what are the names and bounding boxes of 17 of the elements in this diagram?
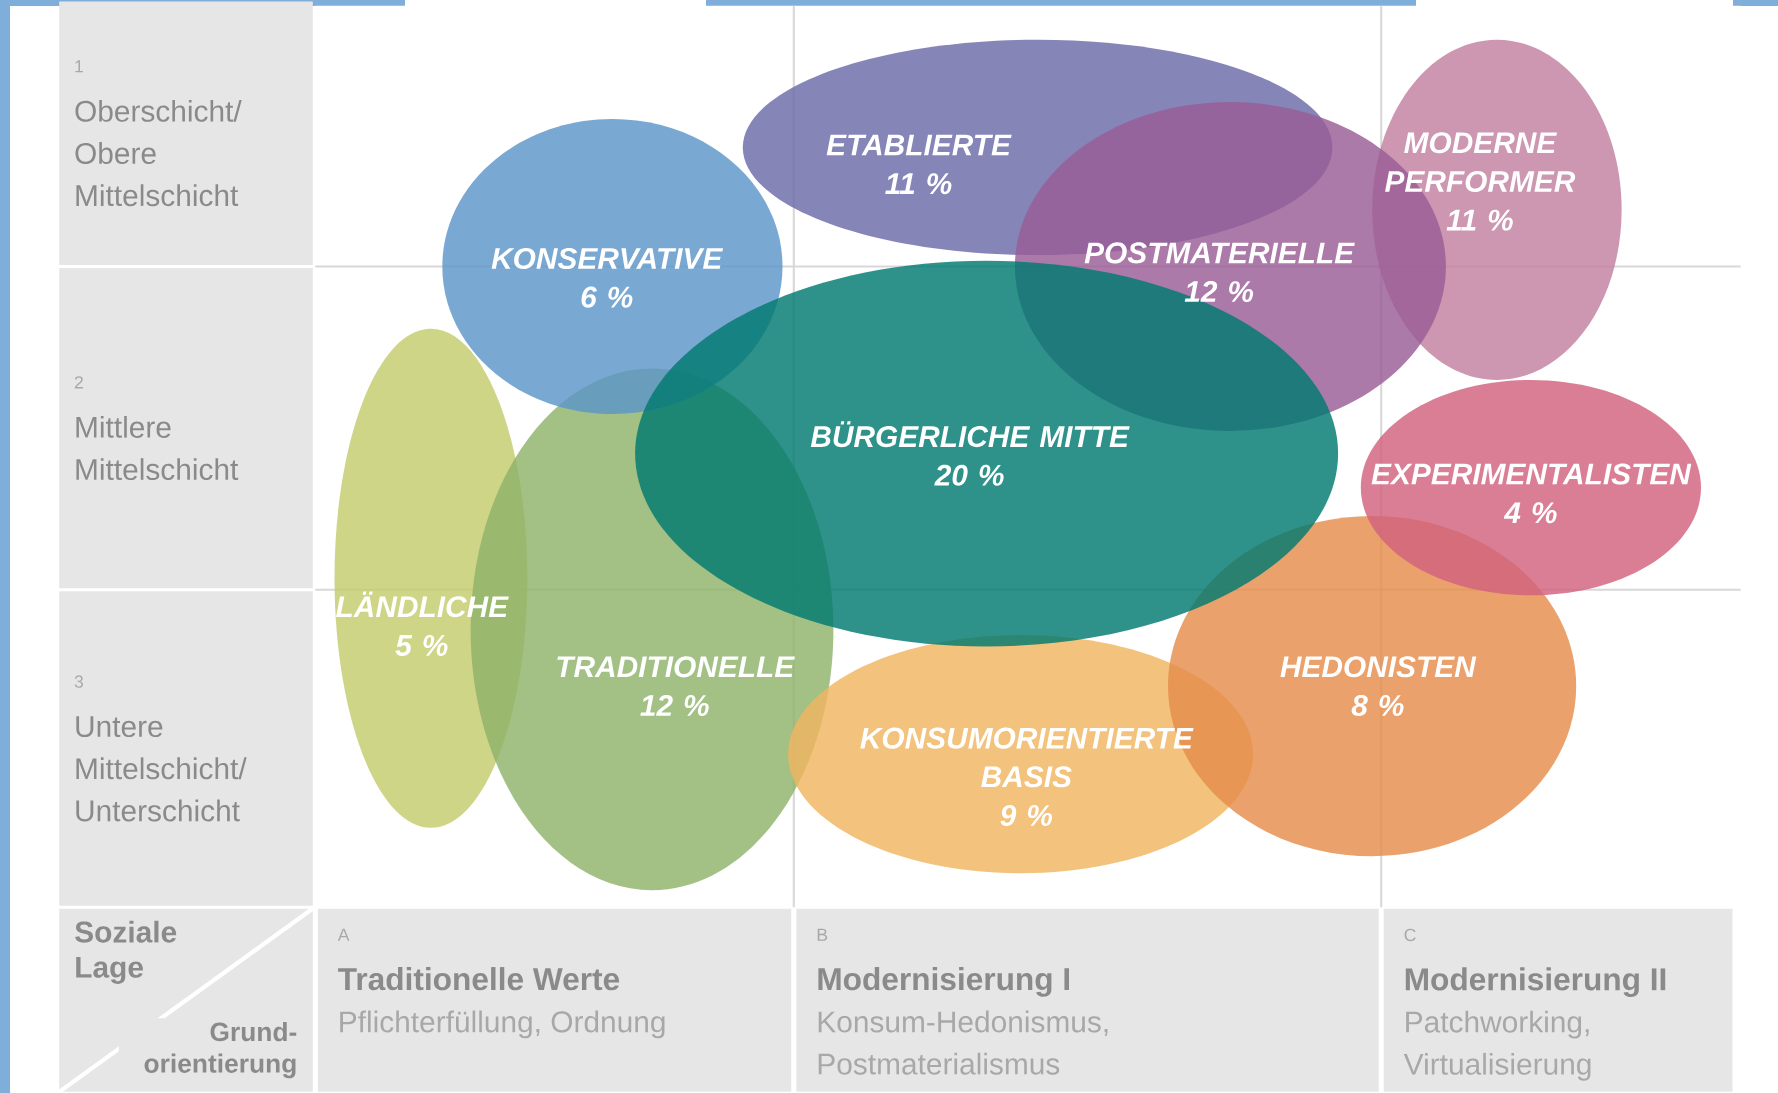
milieu-label: BÜRGERLICHE MITTE 20 % bbox=[810, 421, 1130, 486]
milieu-label: EXPERIMENTALISTEN 4 % bbox=[1371, 463, 1692, 524]
corner-cell: Soziale Lage Grund- orientierung bbox=[57, 906, 315, 1093]
milieu-label: KONSERVATIVE 6 % bbox=[491, 247, 724, 308]
column-header-cell: B Modernisierung I Konsum-Hedonismus, Postmaterialismus bbox=[796, 908, 1379, 1092]
milieu-label: HEDONISTEN 8 % bbox=[1280, 656, 1477, 716]
column-header-cell: A Traditionelle Werte Pflichterfüllung, Ordnung bbox=[317, 908, 792, 1092]
milieu-label: KONSUMORIENTIERTE BASIS 9 % bbox=[860, 727, 1194, 827]
milieu-label: LÄNDLICHE 5 % bbox=[336, 591, 509, 656]
row-header-cell: 2 Mittlere Mittelschicht bbox=[59, 268, 313, 589]
milieu-label: MODERNE PERFORMER 11 % bbox=[1385, 132, 1576, 231]
milieu-label: POSTMATERIELLE 12 % bbox=[1084, 242, 1355, 303]
milieu-label: ETABLIERTE 11 % bbox=[826, 134, 1012, 195]
row-header-cell: 3 Untere Mittelschicht/ Unterschicht bbox=[59, 591, 313, 906]
column-header-cell: C Modernisierung II Patchworking, Virtualisierung bbox=[1383, 908, 1733, 1092]
row-header-cell: 1 Oberschicht/ Obere Mittelschicht bbox=[59, 1, 313, 265]
milieu-label: TRADITIONELLE 12 % bbox=[557, 656, 795, 716]
